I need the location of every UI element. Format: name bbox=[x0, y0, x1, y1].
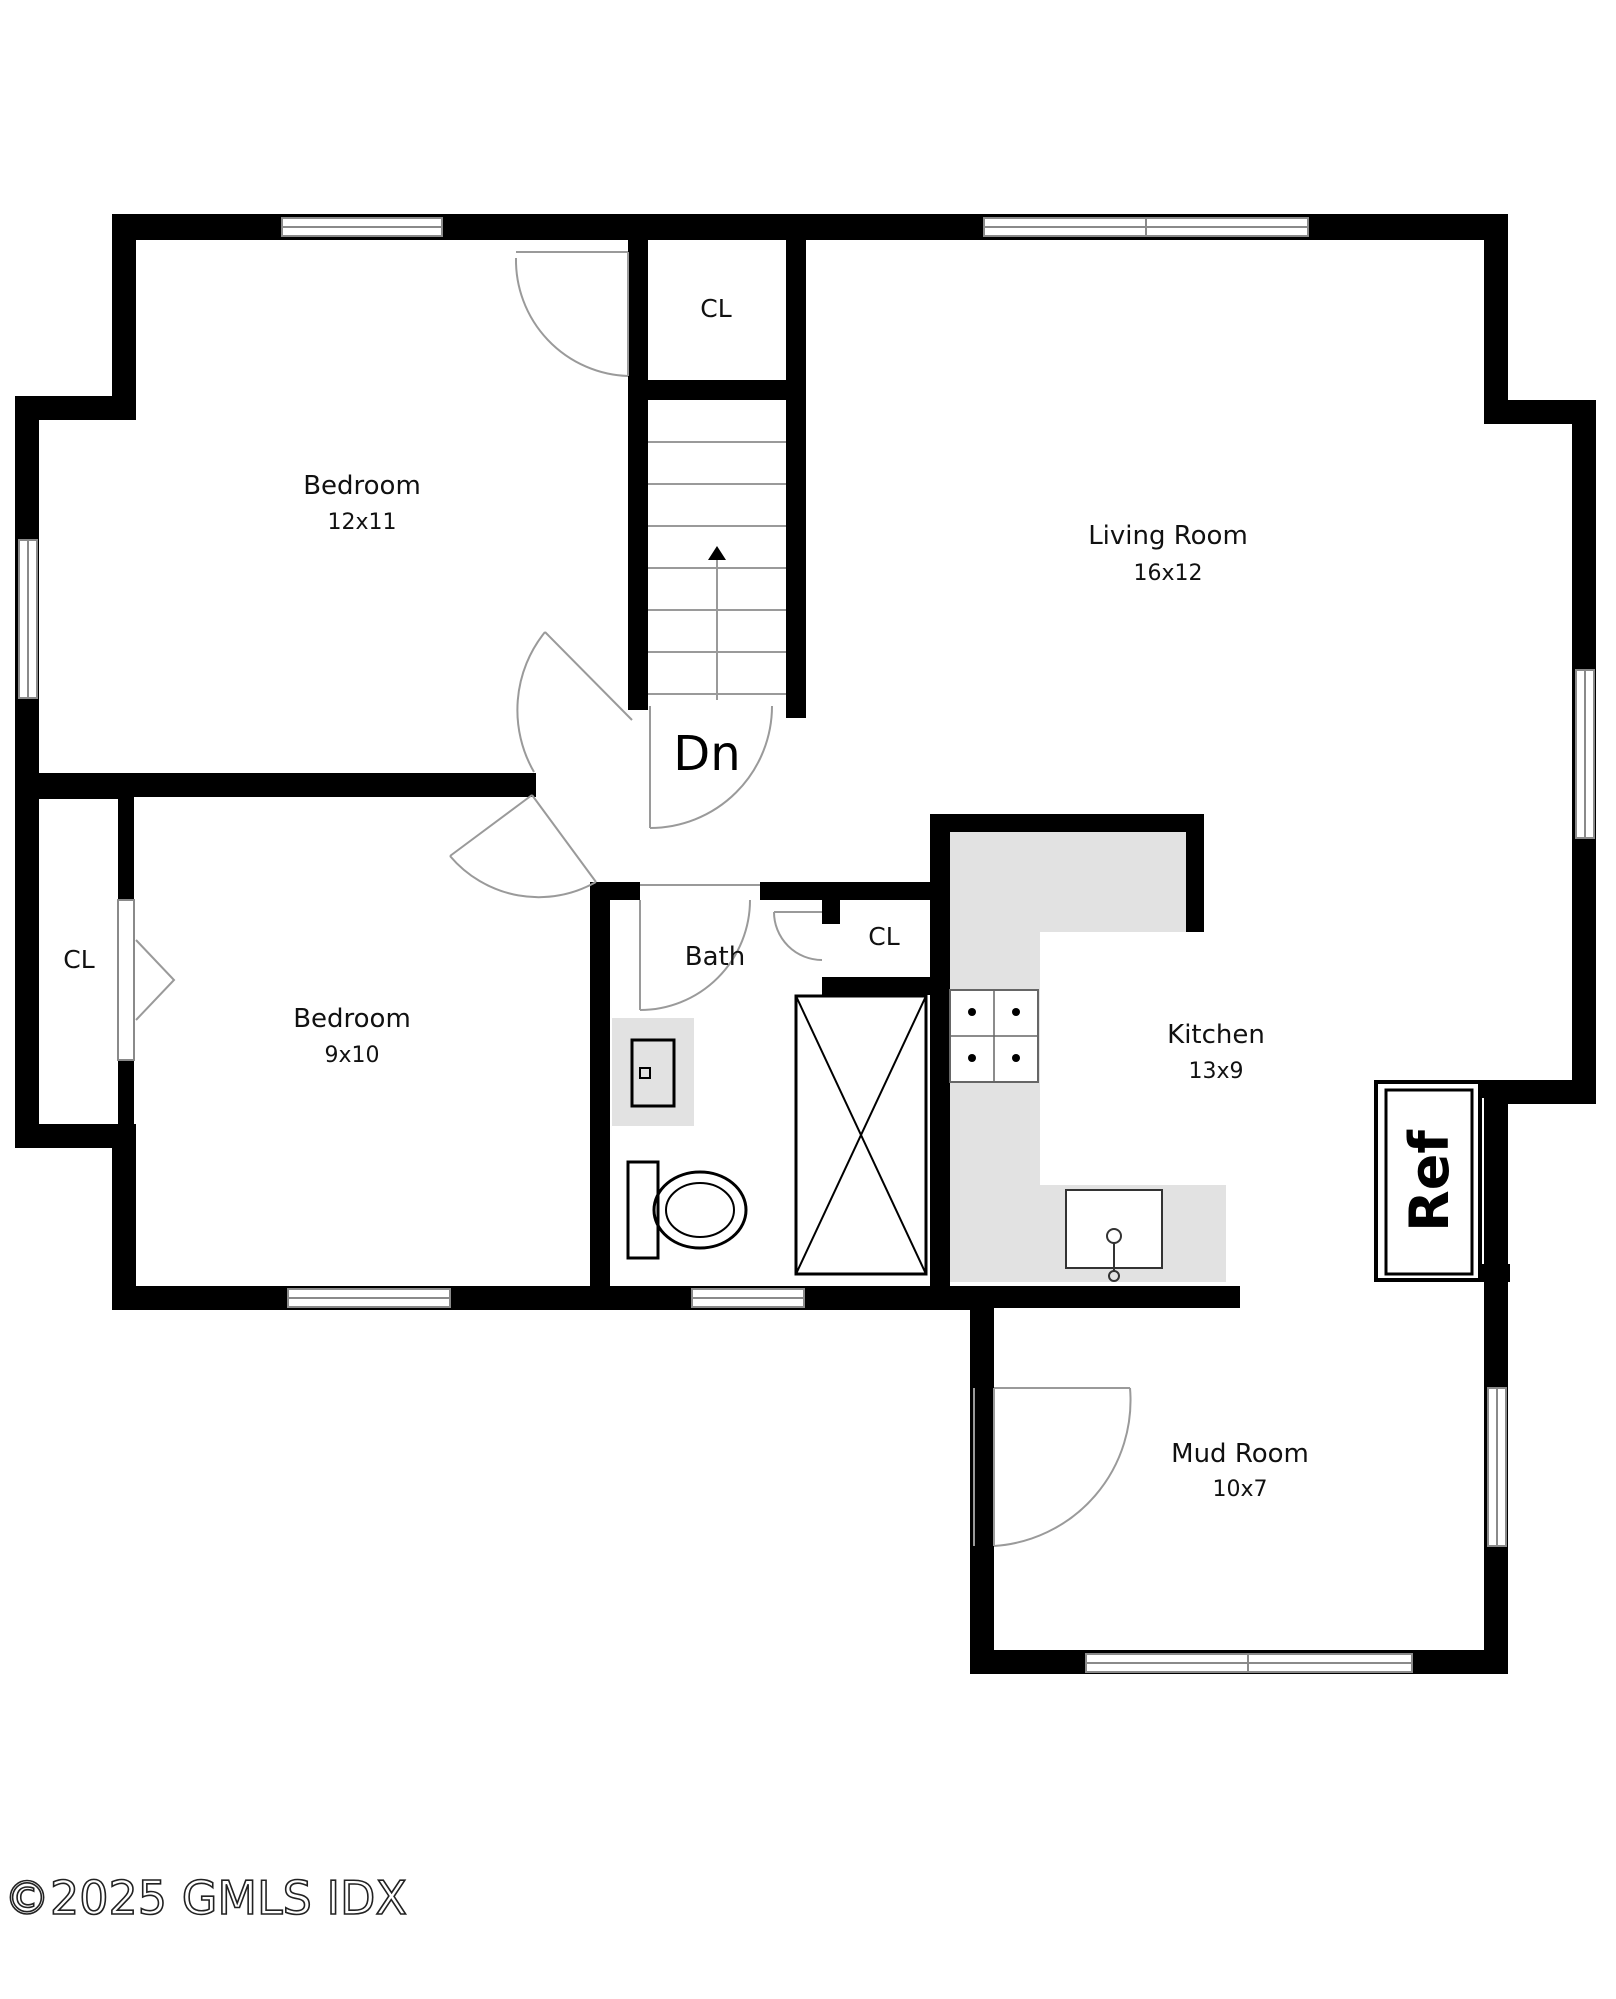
vanity-counter bbox=[612, 1018, 694, 1126]
staircase[interactable] bbox=[648, 441, 786, 700]
room-dimensions: 10x7 bbox=[1212, 1477, 1267, 1502]
closet-label: CL bbox=[63, 945, 94, 974]
room-name: Kitchen bbox=[1167, 1020, 1265, 1050]
toilet-tank-icon bbox=[626, 1160, 660, 1260]
stairs-down-label: Dn bbox=[673, 726, 740, 782]
room-dimensions: 16x12 bbox=[1133, 561, 1202, 586]
interior-walls bbox=[32, 232, 1510, 1286]
room-dimensions: 9x10 bbox=[324, 1043, 379, 1068]
room-name: Bedroom bbox=[293, 1004, 411, 1034]
room-labels: Bedroom 12x11 Living Room 16x12 Bedroom … bbox=[63, 294, 1461, 1502]
shower-icon bbox=[794, 994, 928, 1276]
closet-bifold bbox=[117, 899, 135, 1061]
bath-fixtures bbox=[612, 994, 928, 1276]
toilet-bowl-icon bbox=[652, 1170, 748, 1250]
room-name: Living Room bbox=[1088, 521, 1248, 551]
kitchen-counter bbox=[949, 823, 1226, 1282]
arrow-up-icon bbox=[708, 546, 726, 560]
room-dimensions: 12x11 bbox=[327, 510, 396, 535]
windows bbox=[18, 217, 1595, 1673]
refrigerator-icon bbox=[1374, 1080, 1482, 1282]
room-name: Bedroom bbox=[303, 471, 421, 501]
closet-label: CL bbox=[700, 294, 731, 323]
room-name: Bath bbox=[685, 942, 745, 972]
copyright-watermark: ©2025 GMLS IDX bbox=[4, 1871, 407, 1925]
refrigerator-label: Ref bbox=[1398, 1130, 1461, 1232]
sink-icon bbox=[630, 1038, 676, 1108]
doors bbox=[449, 251, 1132, 1547]
kitchen-fixtures bbox=[949, 989, 1482, 1282]
room-name: Mud Room bbox=[1171, 1439, 1309, 1469]
room-dimensions: 13x9 bbox=[1188, 1059, 1243, 1084]
closet-label: CL bbox=[868, 922, 899, 951]
